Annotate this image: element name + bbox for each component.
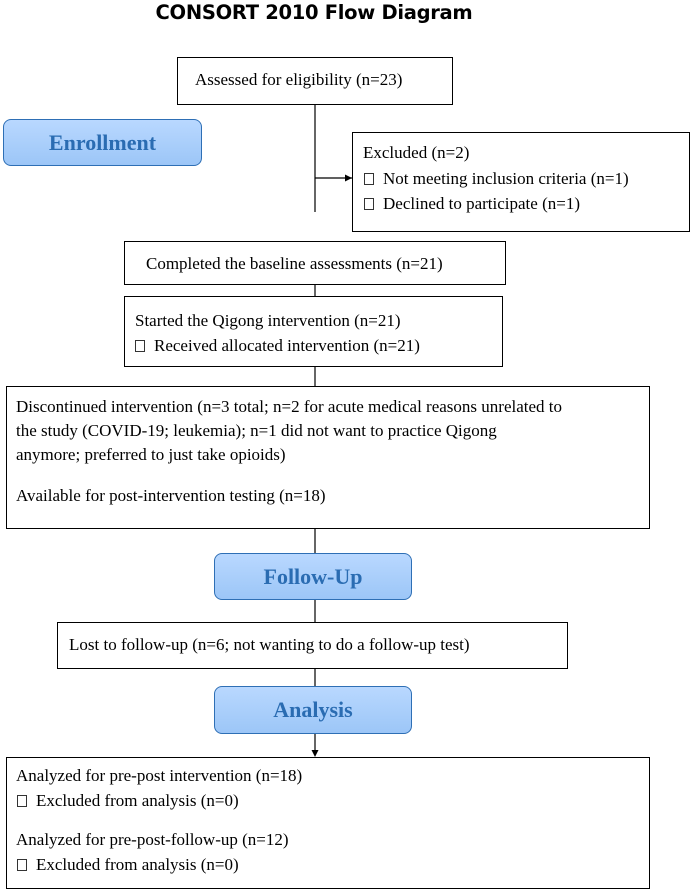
started-item: Received allocated intervention (n=21) [135,335,420,357]
box-lost: Lost to follow-up (n=6; not wanting to d… [57,622,568,669]
started-heading: Started the Qigong intervention (n=21) [135,311,401,330]
bullet-icon [135,340,145,352]
excluded-item: Not meeting inclusion criteria (n=1) [364,168,629,190]
analyzed-excluded-label: Excluded from analysis (n=0) [36,855,239,874]
analyzed-excluded-label: Excluded from analysis (n=0) [36,791,239,810]
analyzed-excluded-item: Excluded from analysis (n=0) [17,854,239,876]
box-baseline: Completed the baseline assessments (n=21… [124,241,506,285]
box-started: Started the Qigong intervention (n=21) R… [124,296,503,367]
stage-enrollment-label: Enrollment [48,129,157,155]
available-text: Available for post-intervention testing … [16,486,326,505]
analyzed-excluded-item: Excluded from analysis (n=0) [17,790,239,812]
analyzed-pre-post: Analyzed for pre-post intervention (n=18… [16,766,303,785]
arrowhead-excluded [345,174,352,182]
bullet-icon [364,198,374,210]
arrowhead-analyzed [311,750,319,757]
analyzed-follow-up: Analyzed for pre-post-follow-up (n=12) [16,830,289,849]
excluded-item-label: Declined to participate (n=1) [383,194,580,213]
discontinued-line: Discontinued intervention (n=3 total; n=… [16,397,563,416]
box-analyzed: Analyzed for pre-post intervention (n=18… [6,757,650,889]
stage-enrollment: Enrollment [3,119,202,166]
stage-analysis: Analysis [214,686,412,734]
box-excluded: Excluded (n=2) Not meeting inclusion cri… [352,132,690,232]
stage-analysis-label: Analysis [273,697,353,722]
discontinued-line: anymore; preferred to just take opioids) [16,445,286,464]
discontinued-line: the study (COVID-19; leukemia); n=1 did … [16,421,497,440]
lost-text: Lost to follow-up (n=6; not wanting to d… [69,635,470,654]
box-assessed: Assessed for eligibility (n=23) [177,57,453,105]
assessed-text: Assessed for eligibility (n=23) [195,70,403,89]
excluded-heading: Excluded (n=2) [363,143,470,162]
excluded-item: Declined to participate (n=1) [364,193,580,215]
stage-follow-up: Follow-Up [214,553,412,600]
box-discontinued: Discontinued intervention (n=3 total; n=… [6,386,650,529]
bullet-icon [17,795,27,807]
baseline-text: Completed the baseline assessments (n=21… [146,254,443,273]
bullet-icon [17,859,27,871]
bullet-icon [364,173,374,185]
diagram-title: CONSORT 2010 Flow Diagram [155,1,473,24]
excluded-item-label: Not meeting inclusion criteria (n=1) [383,169,629,188]
started-item-label: Received allocated intervention (n=21) [154,336,420,355]
stage-follow-up-label: Follow-Up [263,563,363,589]
